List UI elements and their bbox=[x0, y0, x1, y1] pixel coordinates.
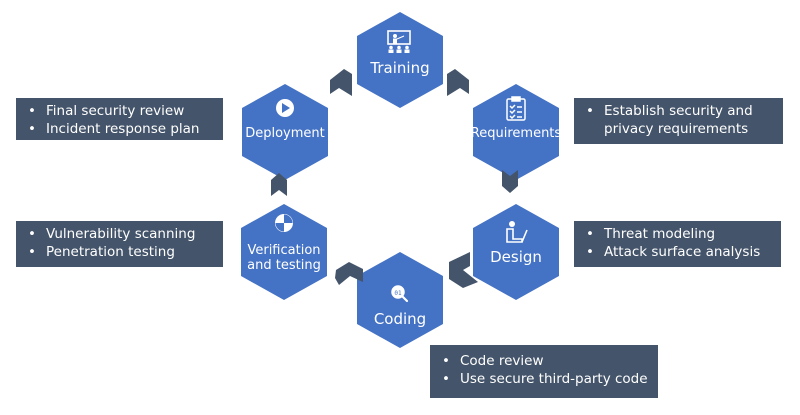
arrow-verification-to-deployment bbox=[271, 173, 287, 196]
note-item: Attack surface analysis bbox=[584, 243, 771, 261]
magnifier-code-icon: 01 bbox=[391, 285, 409, 303]
note-item: Code review bbox=[440, 352, 648, 370]
checklist-icon bbox=[506, 96, 526, 121]
stage-label-verification-line2: and testing bbox=[247, 258, 321, 273]
note-verification: Vulnerability scanning Penetration testi… bbox=[16, 221, 223, 267]
stage-requirements: Requirements bbox=[471, 84, 562, 180]
note-requirements: Establish security and privacy requireme… bbox=[574, 98, 783, 144]
hexagon-design bbox=[473, 204, 559, 300]
svg-text:01: 01 bbox=[394, 290, 402, 297]
hexagon-requirements bbox=[473, 84, 559, 180]
note-item: Use secure third-party code bbox=[440, 370, 648, 388]
note-item: Threat modeling bbox=[584, 225, 771, 243]
stage-label-verification-line1: Verification bbox=[247, 243, 320, 258]
note-coding: Code review Use secure third-party code bbox=[430, 345, 658, 398]
stage-verification: Verification and testing bbox=[241, 204, 327, 300]
note-item: Final security review bbox=[26, 102, 213, 120]
arrow-design-to-coding bbox=[449, 252, 478, 288]
play-icon bbox=[276, 99, 294, 117]
hexagon-training bbox=[357, 12, 443, 108]
arrow-coding-to-verification bbox=[335, 262, 363, 285]
note-design: Threat modeling Attack surface analysis bbox=[574, 221, 781, 267]
arrow-training-to-requirements bbox=[447, 69, 469, 96]
presentation-icon bbox=[387, 30, 411, 53]
hexagon-deployment bbox=[242, 84, 328, 180]
stage-label-deployment: Deployment bbox=[245, 126, 325, 141]
note-item: privacy requirements bbox=[604, 121, 749, 137]
note-item: Penetration testing bbox=[26, 243, 213, 261]
stage-label-training: Training bbox=[369, 59, 429, 77]
note-deployment: Final security review Incident response … bbox=[16, 98, 223, 140]
stage-label-requirements: Requirements bbox=[471, 126, 562, 141]
stage-design: Design bbox=[473, 204, 559, 300]
stage-label-design: Design bbox=[490, 248, 542, 266]
note-item: Vulnerability scanning bbox=[26, 225, 213, 243]
stage-coding: 01 Coding bbox=[357, 252, 443, 348]
stage-label-coding: Coding bbox=[374, 310, 426, 328]
stage-deployment: Deployment bbox=[242, 84, 328, 180]
note-item: Establish security and bbox=[584, 102, 773, 120]
hexagon-verification bbox=[241, 204, 327, 300]
target-icon bbox=[275, 214, 293, 232]
hexagon-coding bbox=[357, 252, 443, 348]
arrow-requirements-to-design bbox=[502, 170, 518, 193]
arrow-deployment-to-training bbox=[330, 69, 352, 96]
person-laptop-icon bbox=[506, 221, 528, 243]
stage-training: Training bbox=[357, 12, 443, 108]
note-item: Incident response plan bbox=[26, 120, 213, 138]
